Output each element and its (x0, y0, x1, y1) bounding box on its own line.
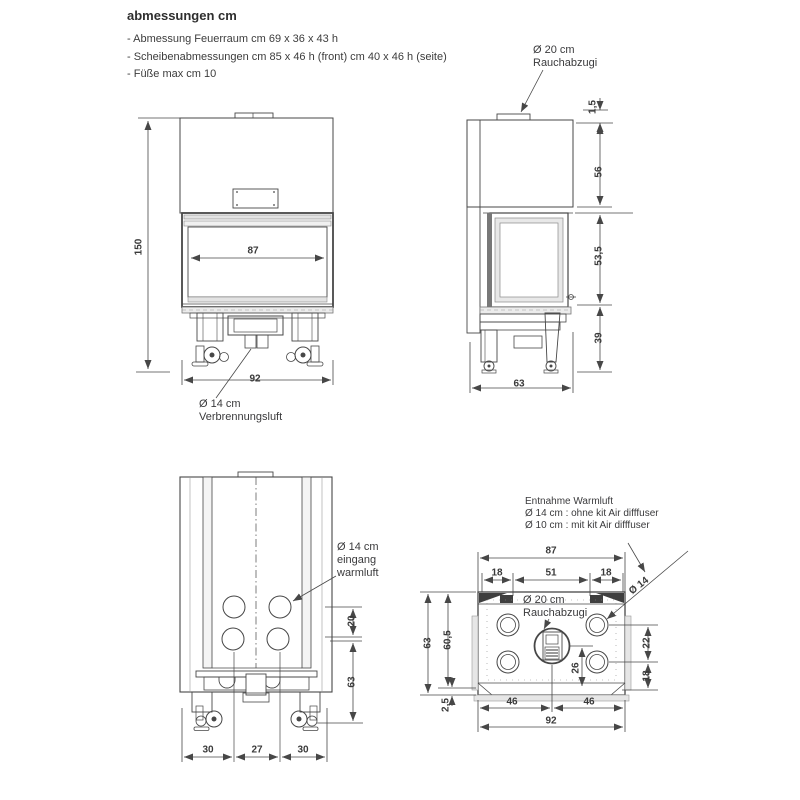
warm-air-outlet-note: Entnahme Warmluft Ø 14 cm : ohne kit Air… (525, 496, 659, 531)
rear-view-drawing (179, 471, 363, 762)
front-body-width-dim: 92 (249, 373, 261, 385)
top-seg-center-dim: 51 (545, 567, 557, 579)
side-glass-height-dim: 53,5 (593, 246, 605, 266)
top-seg-right-dim: 18 (600, 567, 612, 579)
rear-width-right-dim: 30 (297, 744, 309, 756)
dimension-notes: - Abmessung Feuerraum cm 69 x 36 x 43 h … (127, 31, 447, 84)
side-view-drawing (466, 69, 633, 393)
rear-width-left-dim: 30 (202, 744, 214, 756)
warm-air-inlet-label: Ø 14 cm eingang warmluft (337, 541, 379, 579)
top-depth-total-dim: 63 (422, 637, 434, 649)
note-glass: - Scheibenabmessungen cm 85 x 46 h (fron… (127, 50, 447, 63)
rear-hole-gap-dim: 20 (346, 615, 358, 627)
top-width-dim: 87 (545, 545, 557, 557)
rear-width-center-dim: 27 (251, 744, 263, 756)
top-flue-offset-dim: 26 (570, 662, 582, 674)
top-front-lip-dim: 2,5 (440, 698, 452, 712)
side-flue-lip-dim: 1,5 (587, 100, 599, 114)
flue-label-top: Ø 20 cm Rauchabzugi (533, 44, 598, 69)
top-depth-inner-dim: 60,5 (442, 630, 454, 650)
top-bottom-left-dim: 46 (506, 696, 518, 708)
combustion-air-label: Ø 14 cm Verbrennungsluft (199, 398, 283, 423)
front-total-height-dim: 150 (133, 238, 145, 256)
top-width-bottom-dim: 92 (545, 715, 557, 727)
top-hole-gap-dim: 22 (641, 637, 653, 649)
page-title: abmessungen cm (127, 8, 237, 23)
note-feet: - Füße max cm 10 (127, 68, 217, 80)
top-bottom-right-dim: 46 (583, 696, 595, 708)
note-firebox: - Abmessung Feuerraum cm 69 x 36 x 43 h (127, 33, 338, 45)
side-depth-dim: 63 (513, 378, 525, 390)
rear-lower-height-dim: 63 (346, 676, 358, 688)
front-view-drawing (136, 112, 334, 399)
top-seg-left-dim: 18 (491, 567, 503, 579)
side-base-height-dim: 39 (593, 332, 605, 344)
flue-label-topview: Ø 20 cm Rauchabzugi (523, 594, 588, 619)
side-hood-height-dim: 56 (593, 166, 605, 178)
front-glass-width-dim: 87 (247, 245, 259, 257)
top-hole-edge-dim: 18 (641, 670, 653, 682)
top-view-drawing (420, 542, 689, 732)
